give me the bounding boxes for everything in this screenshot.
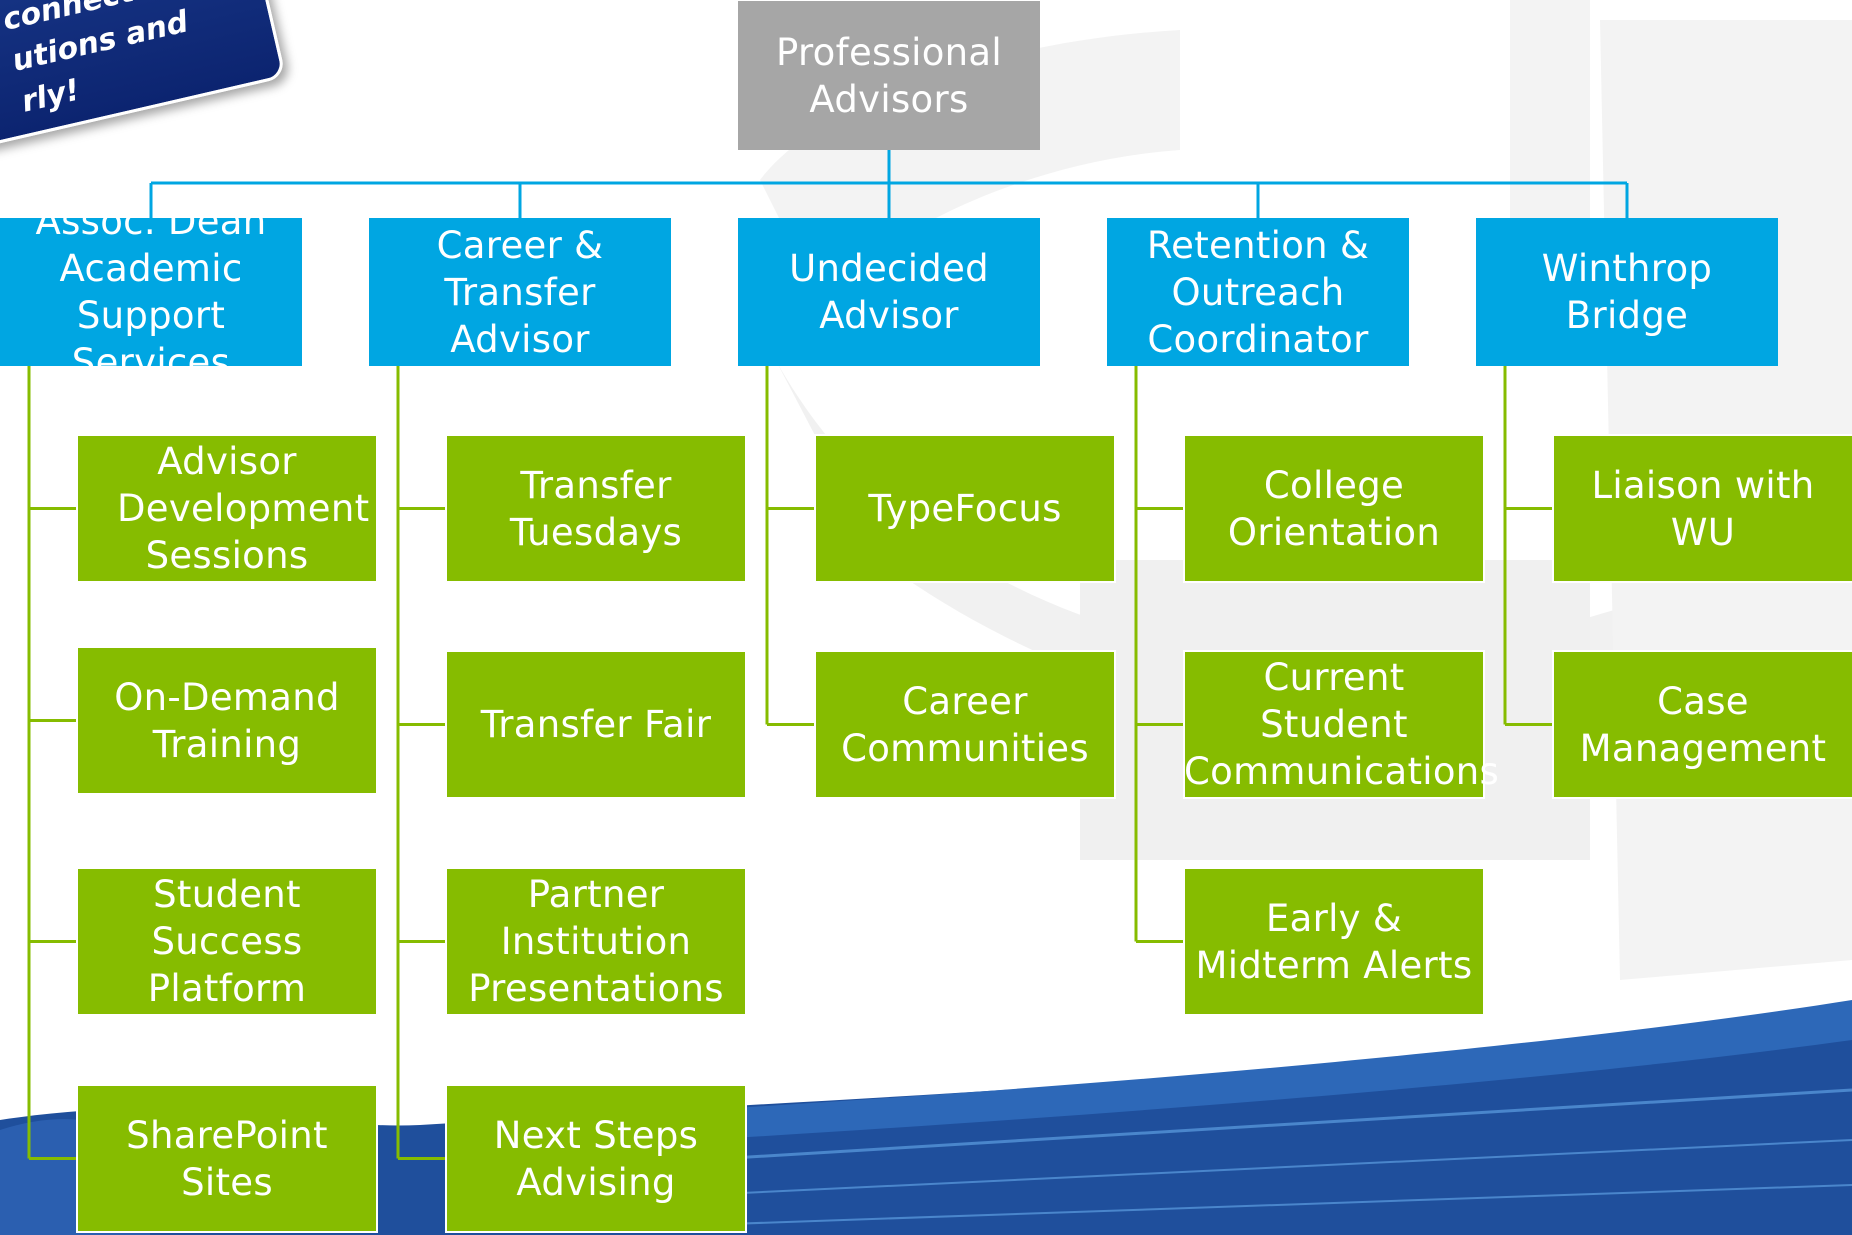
item-label: Liaison with WU — [1591, 463, 1815, 554]
item-label: On-Demand Training — [114, 675, 340, 766]
item-typefocus: TypeFocus — [814, 434, 1116, 583]
item-case-management: Case Management — [1552, 650, 1852, 799]
heading-assoc-dean-academic-support-services: Assoc. Dean Academic Support Services — [0, 200, 302, 384]
item-label: Case Management — [1579, 679, 1827, 770]
root-label: Professional Advisors — [776, 30, 1002, 121]
item-college-orientation: College Orientation — [1183, 434, 1485, 583]
item-early-midterm-alerts: Early & Midterm Alerts — [1183, 867, 1485, 1016]
item-next-steps-advising: Next Steps Advising — [445, 1084, 747, 1233]
item-partner-institution-presentations: Partner Institution Presentations — [445, 867, 747, 1016]
item-advisor-development-sessions: Advisor Development Sessions — [76, 434, 378, 583]
item-sharepoint-sites: SharePoint Sites — [76, 1084, 378, 1233]
heading-label: Retention & Outreach Coordinator — [1146, 223, 1370, 361]
root-node: Professional Advisors — [738, 1, 1040, 150]
item-label: Early & Midterm Alerts — [1195, 896, 1473, 987]
item-career-communities: Career Communities — [814, 650, 1116, 799]
item-label: Advisor Development Sessions — [117, 440, 370, 577]
item-label: Career Communities — [841, 679, 1089, 770]
heading-label: Assoc. Dean Academic Support Services — [35, 200, 267, 384]
item-label: Next Steps Advising — [493, 1113, 699, 1204]
item-transfer-tuesdays: Transfer Tuesdays — [445, 434, 747, 583]
heading-career-transfer-advisor: Career & Transfer Advisor — [369, 218, 671, 366]
heading-undecided-advisor: Undecided Advisor — [738, 218, 1040, 366]
item-liaison-with-wu: Liaison with WU — [1552, 434, 1852, 583]
item-label: Student Success Platform — [147, 873, 307, 1010]
item-label: Current Student Communications — [1184, 656, 1500, 793]
heading-label: Career & Transfer Advisor — [436, 223, 604, 361]
item-transfer-fair: Transfer Fair — [445, 650, 747, 799]
item-on-demand-training: On-Demand Training — [76, 646, 378, 795]
connector-lines — [27, 150, 1629, 1160]
heading-winthrop-bridge: Winthrop Bridge — [1476, 218, 1778, 366]
heading-label: Undecided Advisor — [789, 247, 989, 337]
heading-retention-outreach-coordinator: Retention & Outreach Coordinator — [1107, 218, 1409, 366]
item-label: College Orientation — [1227, 463, 1441, 554]
item-student-success-platform: Student Success Platform — [76, 867, 378, 1016]
item-current-student-communications: Current Student Communications — [1183, 650, 1500, 799]
item-label: Transfer Fair — [480, 703, 712, 746]
item-label: SharePoint Sites — [126, 1113, 328, 1204]
item-label: Partner Institution Presentations — [468, 873, 724, 1010]
item-label: Transfer Tuesdays — [509, 463, 683, 554]
heading-label: Winthrop Bridge — [1541, 247, 1713, 337]
item-label: TypeFocus — [868, 487, 1062, 530]
